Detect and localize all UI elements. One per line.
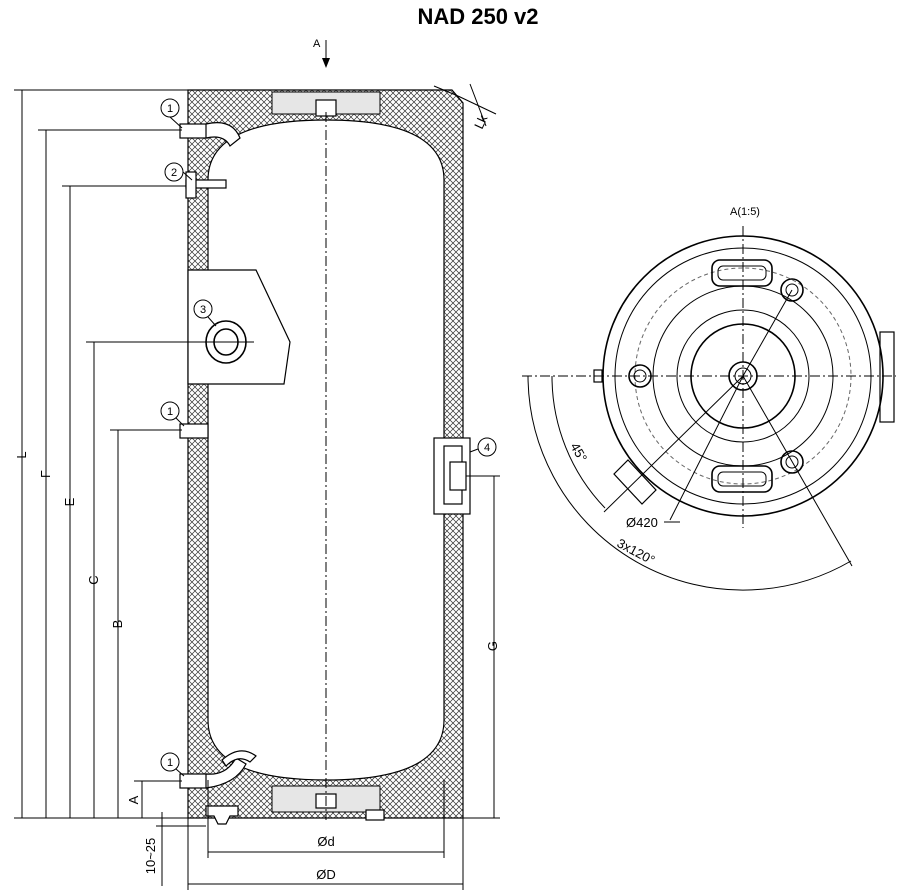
connection-2-nut — [185, 171, 197, 199]
drawing-title: NAD 250 v2 — [417, 4, 538, 29]
svg-text:1: 1 — [167, 103, 173, 115]
detail-top-slot — [711, 259, 773, 287]
svg-text:1: 1 — [167, 406, 173, 418]
callout-1-bottom: 1 — [160, 752, 185, 777]
detail-bottom-slot — [711, 465, 773, 493]
connection-1-bottom-pipe — [179, 773, 209, 789]
bottom-return-bend — [221, 750, 257, 767]
svg-text:3: 3 — [200, 304, 206, 316]
lk-dim-tick — [469, 83, 487, 127]
view-marker-arrowhead — [322, 58, 330, 68]
detail-bolt-radial-3 — [742, 375, 853, 567]
callout-3: 3 — [193, 299, 217, 327]
detail-bottom-slot-inner — [717, 471, 767, 487]
detail-bolt-radial-1 — [742, 289, 793, 377]
dim-label-L: L — [14, 451, 29, 458]
callout-1-middle: 1 — [160, 401, 185, 427]
detail-title: A(1:5) — [730, 206, 760, 218]
connection-1-top-bend — [205, 122, 241, 147]
callout-2: 2 — [164, 162, 193, 182]
detail-view-a: A(1:5) — [522, 206, 896, 591]
dim-label-F: F — [38, 470, 53, 478]
dim-label-A: A — [126, 795, 141, 804]
svg-text:1: 1 — [167, 757, 173, 769]
angle-45-arc — [551, 375, 606, 509]
bottom-foot — [365, 809, 385, 821]
drain-valve — [205, 805, 239, 825]
side-section-view: A — [14, 38, 500, 890]
view-marker-label: A — [313, 38, 321, 50]
callout-1-top: 1 — [160, 98, 183, 129]
dim-label-G: G — [485, 641, 500, 651]
dim-label-gap: 10~25 — [143, 838, 158, 875]
pattern-120-arc — [527, 375, 852, 591]
detail-bolt-3 — [780, 450, 804, 474]
connection-1-top-pipe — [179, 123, 209, 139]
dim-label-d: Ød — [317, 834, 334, 849]
detail-diameter-leader — [669, 375, 744, 521]
lk-dim-line-2 — [457, 95, 497, 115]
dim-label-E: E — [62, 497, 77, 506]
pattern-120-label: 3x120° — [615, 535, 658, 567]
lk-dim-line-1 — [433, 85, 459, 97]
dim-label-D: ØD — [316, 867, 336, 882]
detail-top-slot-inner — [717, 265, 767, 281]
dim-label-C: C — [86, 575, 101, 584]
connection-1-middle-pipe — [179, 423, 209, 439]
svg-text:2: 2 — [171, 167, 177, 179]
callout-4: 4 — [469, 437, 497, 457]
angle-ext-line — [603, 375, 744, 513]
angle-45-label: 45° — [567, 440, 590, 465]
dim-label-B: B — [110, 620, 125, 629]
diameter-label: Ø420 — [626, 515, 658, 530]
lk-label: Lk — [471, 112, 491, 131]
detail-bolt-1 — [780, 278, 804, 302]
detail-right-tab — [879, 331, 895, 423]
svg-text:4: 4 — [484, 442, 490, 454]
connection-4-cap — [449, 461, 467, 491]
